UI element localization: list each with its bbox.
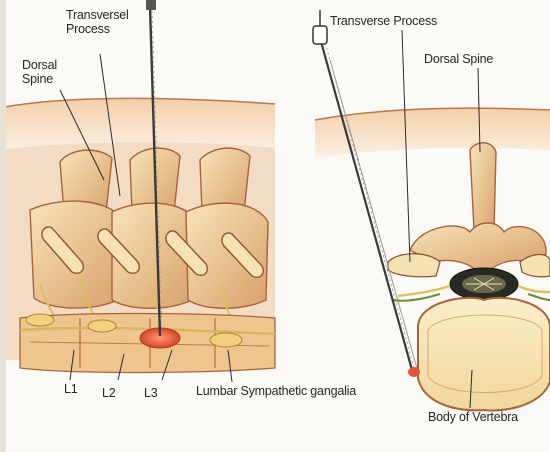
- ganglion-right: [408, 367, 420, 377]
- needle-right: [313, 10, 418, 372]
- page-edge: [0, 0, 6, 452]
- transverse-process-label-right: Transverse Process: [330, 14, 437, 28]
- l1-label: L1: [64, 382, 78, 396]
- body-of-vertebra-label: Body of Vertebra: [428, 410, 518, 424]
- l3-label: L3: [144, 386, 158, 400]
- dorsal-spine-right: [470, 143, 496, 235]
- dorsal-spine-label-left: Dorsal Spine: [22, 58, 57, 86]
- transverse-process-label-left: Transversel Process: [66, 8, 129, 36]
- cross-section-view: [313, 10, 550, 410]
- l2-label: L2: [102, 386, 116, 400]
- lumbar-sympathetic-ganglia-label: Lumbar Sympathetic gangalia: [196, 384, 356, 398]
- dorsal-spine-label-right: Dorsal Spine: [424, 52, 493, 66]
